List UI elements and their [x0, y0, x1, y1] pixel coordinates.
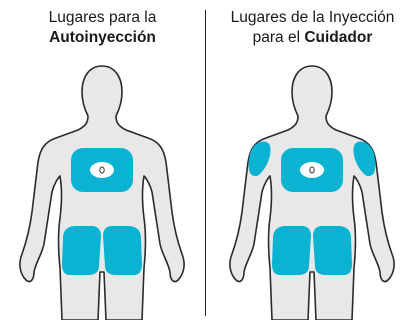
heading-bold: Cuidador — [304, 29, 373, 46]
heading-prefix: para el — [252, 29, 305, 46]
right-thigh-injection-site — [313, 226, 352, 275]
body-silhouette — [229, 65, 395, 320]
caregiver-heading: Lugares de la Inyección para el Cuidador — [208, 8, 417, 48]
navel-icon — [300, 162, 324, 178]
body-figure-self — [19, 65, 185, 320]
right-upper-arm-injection-site — [353, 141, 376, 177]
left-thigh-injection-site — [272, 226, 311, 275]
navel-icon — [90, 162, 114, 178]
body-silhouette — [19, 65, 185, 320]
panel-divider — [205, 10, 206, 316]
left-upper-arm-injection-site — [248, 141, 271, 177]
heading-bold: Autoinyección — [49, 29, 156, 46]
left-thigh-injection-site — [62, 226, 101, 275]
body-figure-caregiver — [229, 65, 395, 320]
right-thigh-injection-site — [103, 226, 142, 275]
self-injection-heading: Lugares para la Autoinyección — [0, 8, 205, 48]
heading-line-1: Lugares para la — [48, 9, 157, 26]
self-injection-panel: Lugares para la Autoinyección — [0, 0, 205, 320]
caregiver-injection-panel: Lugares de la Inyección para el Cuidador — [208, 0, 417, 320]
heading-line-1: Lugares de la Inyección — [230, 9, 395, 26]
